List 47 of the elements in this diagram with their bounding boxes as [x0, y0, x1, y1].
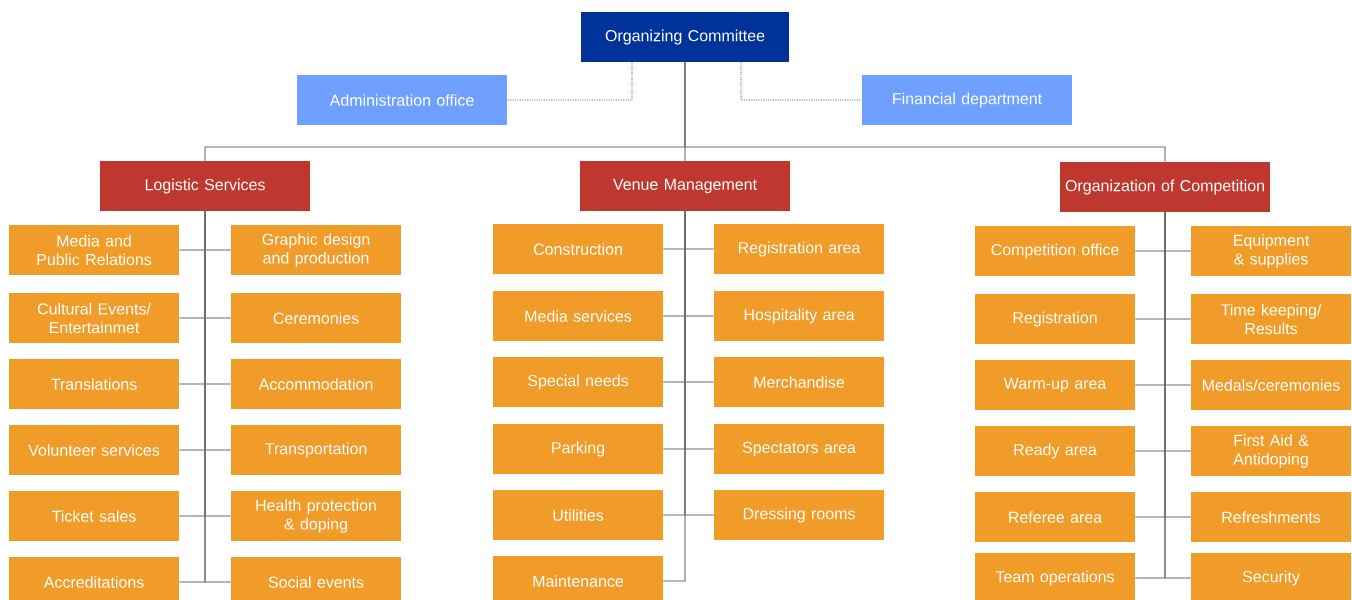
unit-box: Referee area	[975, 492, 1135, 542]
unit-box: Maintenance	[493, 556, 663, 600]
connector-line	[506, 61, 633, 101]
unit-box: Utilities	[493, 490, 663, 540]
unit-box: Merchandise	[714, 357, 884, 407]
connector-line	[740, 61, 863, 101]
division-box: Logistic Services	[100, 161, 310, 211]
unit-box: Ticket sales	[9, 491, 179, 541]
unit-box: Medals/ceremonies	[1191, 360, 1351, 410]
unit-box: Equipment & supplies	[1191, 226, 1351, 276]
unit-box: Transportation	[231, 425, 401, 475]
connector-line	[1164, 211, 1192, 579]
unit-box: Hospitality area	[714, 291, 884, 341]
unit-box: Cultural Events/ Entertainmet	[9, 293, 179, 343]
unit-box: Competition office	[975, 226, 1135, 276]
committee-box: Organizing Committee	[581, 12, 789, 62]
unit-box: Parking	[493, 424, 663, 474]
unit-box: Translations	[9, 359, 179, 409]
unit-box: Team operations	[975, 553, 1135, 600]
unit-box: Refreshments	[1191, 492, 1351, 542]
connector-line	[662, 210, 686, 582]
unit-box: Warm-up area	[975, 360, 1135, 410]
unit-box: Spectators area	[714, 424, 884, 474]
unit-box: First Aid & Antidoping	[1191, 426, 1351, 476]
unit-box: Social events	[231, 557, 401, 600]
unit-box: Accommodation	[231, 359, 401, 409]
office-box: Administration office	[297, 75, 507, 125]
office-box: Financial department	[862, 75, 1072, 125]
unit-box: Registration	[975, 294, 1135, 344]
unit-box: Ceremonies	[231, 293, 401, 343]
connector-line	[684, 61, 1166, 163]
unit-box: Accreditations	[9, 557, 179, 600]
unit-box: Time keeping/ Results	[1191, 294, 1351, 344]
unit-box: Dressing rooms	[714, 490, 884, 540]
unit-box: Construction	[493, 224, 663, 274]
unit-box: Media and Public Relations	[9, 225, 179, 275]
division-box: Organization of Competition	[1060, 162, 1270, 212]
unit-box: Ready area	[975, 426, 1135, 476]
unit-box: Media services	[493, 291, 663, 341]
division-box: Venue Management	[580, 161, 790, 211]
unit-box: Security	[1191, 553, 1351, 600]
unit-box: Graphic design and production	[231, 225, 401, 275]
unit-box: Volunteer services	[9, 425, 179, 475]
unit-box: Health protection & doping	[231, 491, 401, 541]
connector-line	[204, 210, 232, 583]
unit-box: Special needs	[493, 357, 663, 407]
unit-box: Registration area	[714, 224, 884, 274]
